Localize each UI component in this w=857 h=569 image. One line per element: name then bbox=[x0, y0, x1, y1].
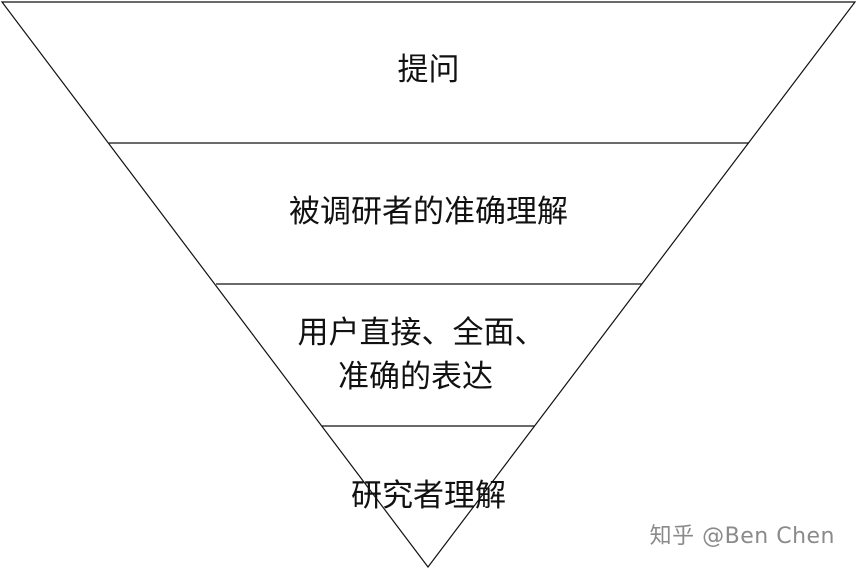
level-1-label: 提问 bbox=[0, 48, 857, 92]
level-4-line-1: 研究者理解 bbox=[351, 478, 506, 514]
level-2-line-1: 被调研者的准确理解 bbox=[289, 194, 568, 230]
watermark-text: 知乎 @Ben Chen bbox=[649, 524, 835, 549]
level-3-line-2: 准确的表达 bbox=[338, 359, 493, 395]
level-3-line-1: 用户直接、全面、 bbox=[297, 315, 546, 351]
level-2-label: 被调研者的准确理解 bbox=[0, 190, 857, 234]
level-1-line-1: 提问 bbox=[397, 52, 460, 88]
level-3-label: 用户直接、全面、 准确的表达 bbox=[0, 311, 850, 399]
level-4-label: 研究者理解 bbox=[0, 474, 857, 518]
